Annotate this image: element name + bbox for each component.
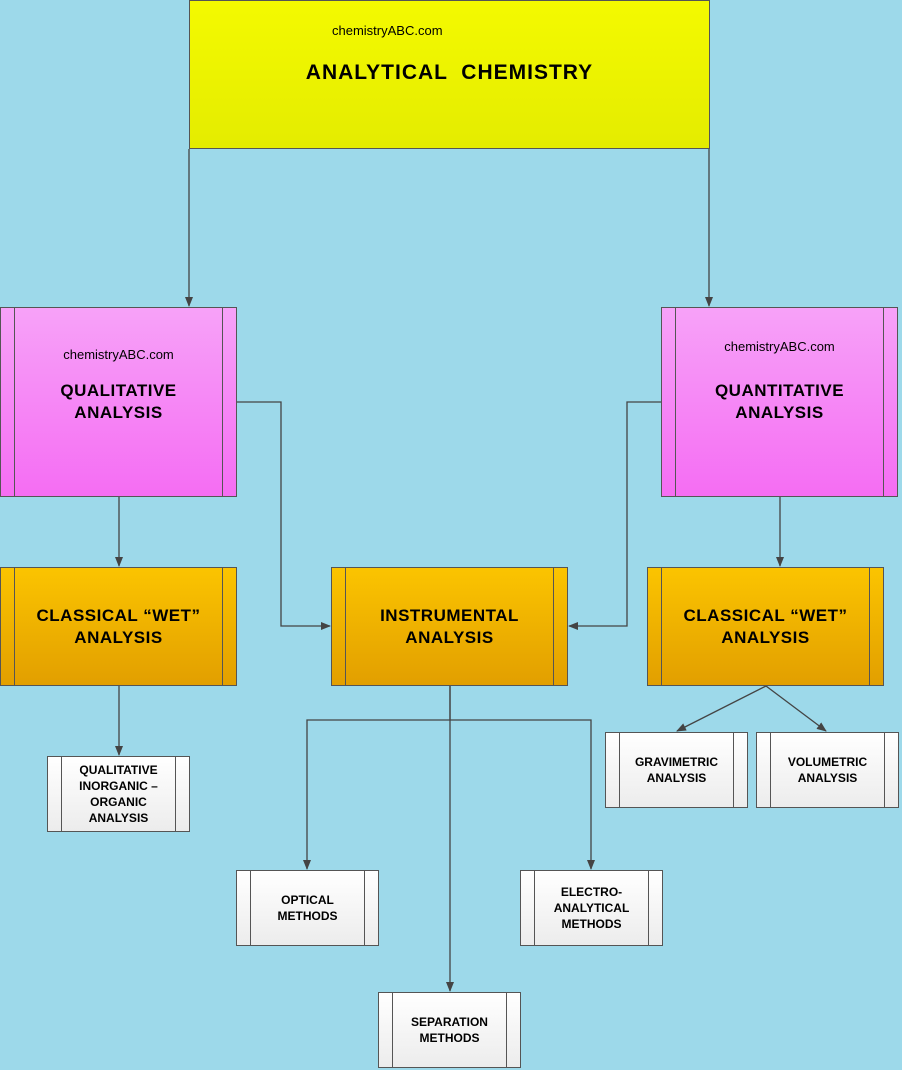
connector-classical-gravimetric xyxy=(676,685,767,732)
node-label-line: QUALITATIVE xyxy=(60,381,177,400)
node-label-line: ANALYSIS xyxy=(646,771,707,785)
node-volumetric-analysis: VOLUMETRIC ANALYSIS xyxy=(756,732,899,808)
node-label-line: ANALYSIS xyxy=(74,627,163,647)
node-label-line: ANALYTICAL xyxy=(553,901,630,915)
connector-qualitative-instrumental xyxy=(237,401,331,630)
node-label-line: METHODS xyxy=(561,917,622,931)
node-label-line: GRAVIMETRIC xyxy=(634,755,719,769)
node-qualitative-analysis: chemistryABC.com QUALITATIVE ANALYSIS xyxy=(0,307,237,497)
watermark-text: chemistryABC.com xyxy=(332,23,443,38)
node-label-line: ANALYSIS xyxy=(405,627,494,647)
node-label-line: ANALYSIS xyxy=(735,403,824,422)
watermark-text: chemistryABC.com xyxy=(724,339,835,354)
node-classical-wet-analysis-left: CLASSICAL “WET” ANALYSIS xyxy=(0,567,237,686)
node-separation-methods: SEPARATION METHODS xyxy=(378,992,521,1068)
node-label-line: ANALYSIS xyxy=(721,627,810,647)
watermark-text: chemistryABC.com xyxy=(63,347,174,362)
node-label-line: CLASSICAL “WET” xyxy=(36,605,201,625)
node-quantitative-analysis: chemistryABC.com QUANTITATIVE ANALYSIS xyxy=(661,307,898,497)
node-label-line: INSTRUMENTAL xyxy=(380,605,519,625)
node-gravimetric-analysis: GRAVIMETRIC ANALYSIS xyxy=(605,732,748,808)
node-label-line: VOLUMETRIC xyxy=(787,755,868,769)
connector-instrumental-optical xyxy=(303,686,451,870)
node-label-line: ELECTRO- xyxy=(560,885,623,899)
connector-classical-volumetric xyxy=(765,685,827,732)
node-label-line: CLASSICAL “WET” xyxy=(683,605,848,625)
node-qualitative-inorganic-organic-analysis: QUALITATIVE INORGANIC – ORGANIC ANALYSIS xyxy=(47,756,190,832)
connector-instrumental-electro xyxy=(450,719,595,870)
node-label-line: SEPARATION xyxy=(411,1015,488,1029)
connector-quantitative-instrumental xyxy=(568,401,662,630)
node-label-line: METHODS xyxy=(419,1031,480,1045)
node-label-line: QUANTITATIVE xyxy=(714,381,845,400)
node-title: ANALYTICAL CHEMISTRY xyxy=(305,60,594,84)
node-label-line: ORGANIC xyxy=(90,795,147,809)
node-label-line: ANALYSIS xyxy=(74,403,163,422)
node-label-line: OPTICAL xyxy=(281,893,334,907)
node-electro-analytical-methods: ELECTRO- ANALYTICAL METHODS xyxy=(520,870,663,946)
node-label-line: ANALYSIS xyxy=(88,811,149,825)
node-optical-methods: OPTICAL METHODS xyxy=(236,870,379,946)
node-label-line: QUALITATIVE xyxy=(79,763,158,777)
node-label-line: INORGANIC – xyxy=(79,779,158,793)
node-analytical-chemistry: chemistryABC.com ANALYTICAL CHEMISTRY xyxy=(189,0,710,149)
node-label-line: ANALYSIS xyxy=(797,771,858,785)
node-classical-wet-analysis-right: CLASSICAL “WET” ANALYSIS xyxy=(647,567,884,686)
node-instrumental-analysis: INSTRUMENTAL ANALYSIS xyxy=(331,567,568,686)
node-label-line: METHODS xyxy=(277,909,338,923)
